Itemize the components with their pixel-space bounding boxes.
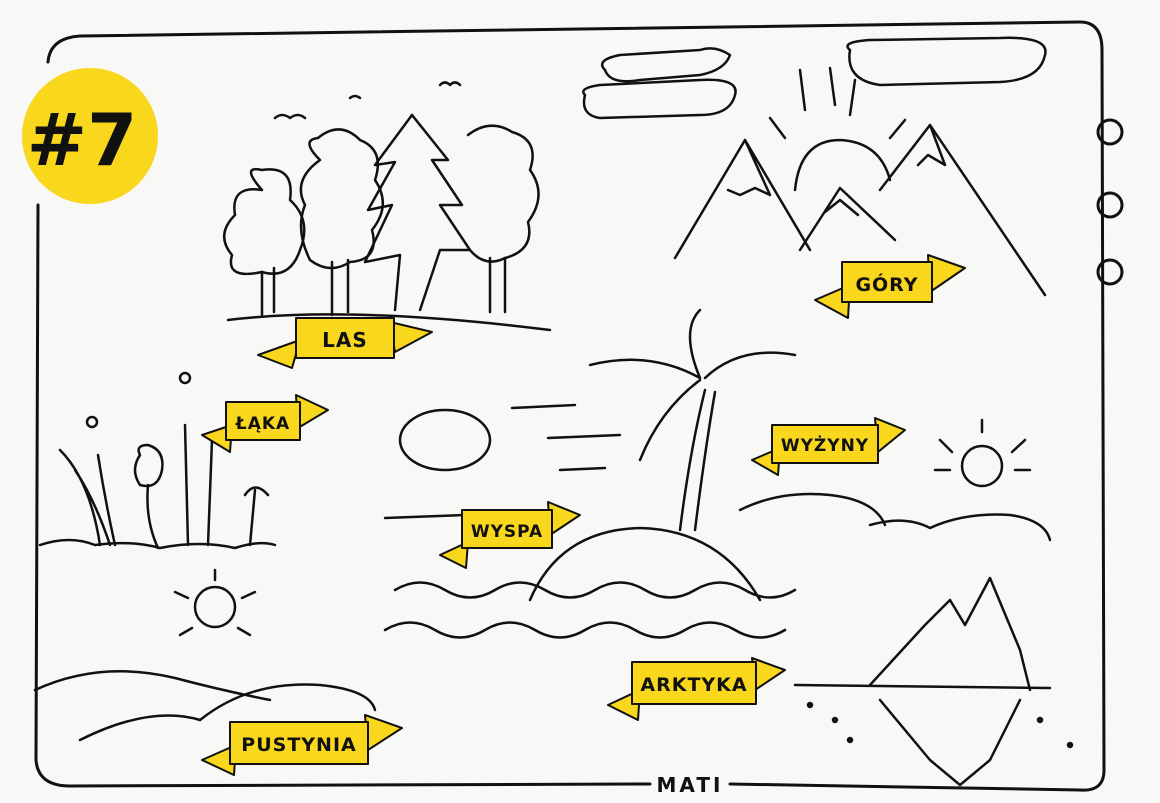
banner-las: LAS <box>257 317 433 369</box>
signature: MATI <box>657 773 724 797</box>
badge-circle <box>22 68 158 204</box>
banner-wyspa: WYSPA <box>439 501 581 569</box>
bee-icon <box>178 371 192 385</box>
banner-pustynia: PUSTYNIA <box>201 714 403 776</box>
ring-icon <box>1096 258 1124 286</box>
number-badge <box>22 68 158 204</box>
bee-icon <box>85 415 99 429</box>
banner-arktyka: ARKTYKA <box>607 657 786 721</box>
label-arktyka: ARKTYKA <box>640 674 747 696</box>
meadow-illustration <box>38 371 277 550</box>
label-gory: GÓRY <box>855 272 918 296</box>
ring-icon <box>1096 191 1124 219</box>
banner-laka: ŁĄKA <box>201 394 329 453</box>
forest-illustration <box>223 81 552 332</box>
badge-number: #7 <box>27 98 137 182</box>
uplands-illustration <box>738 418 1052 542</box>
banner-gory: GÓRY <box>814 254 966 319</box>
label-pustynia: PUSTYNIA <box>241 734 356 756</box>
banner-wyzyny: WYŻYNY <box>751 417 906 476</box>
label-wyzyny: WYŻYNY <box>781 434 869 456</box>
island-illustration <box>383 308 797 639</box>
ring-icon <box>1096 118 1124 146</box>
arctic-illustration <box>793 576 1074 787</box>
desert-illustration <box>33 568 377 742</box>
mountains-illustration <box>582 36 1047 297</box>
label-las: LAS <box>322 328 368 352</box>
page-frame <box>34 20 1124 792</box>
label-wyspa: WYSPA <box>471 522 543 542</box>
label-laka: ŁĄKA <box>235 414 290 434</box>
